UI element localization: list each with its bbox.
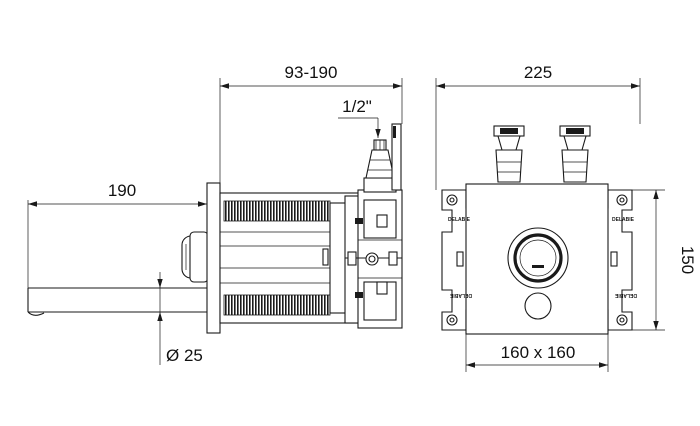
dim-body-width: 225 (524, 63, 552, 82)
front-view: DELABIE DELABIE DELABIE DELABIE (441, 125, 637, 335)
control-dial (507, 227, 569, 289)
front-flange (206, 182, 221, 334)
brand-stamp-bottom-left: DELABIE (449, 292, 472, 298)
sleeve-body (219, 192, 361, 324)
inlet-connector-left (493, 125, 525, 183)
dim-plate-size: 160 x 160 (501, 343, 576, 362)
side-view (27, 123, 403, 334)
dim-spout-length: 190 (108, 181, 136, 200)
outlet-port (524, 292, 552, 320)
top-connection (363, 123, 402, 193)
dimension-lines (27, 78, 665, 372)
dim-connection-size: 1/2" (342, 97, 372, 116)
valve-body (344, 189, 403, 329)
knob (181, 231, 209, 283)
dim-spout-diameter: Ø 25 (166, 346, 203, 365)
spout-pipe (27, 287, 208, 316)
dim-overall-depth: 93-190 (285, 63, 338, 82)
brand-stamp-bottom-right: DELABIE (614, 292, 637, 298)
dim-body-height: 150 (678, 246, 697, 274)
inlet-connector-right (559, 125, 591, 183)
brand-stamp-top-left: DELABIE (448, 217, 471, 223)
brand-stamp-top-right: DELABIE (612, 217, 635, 223)
